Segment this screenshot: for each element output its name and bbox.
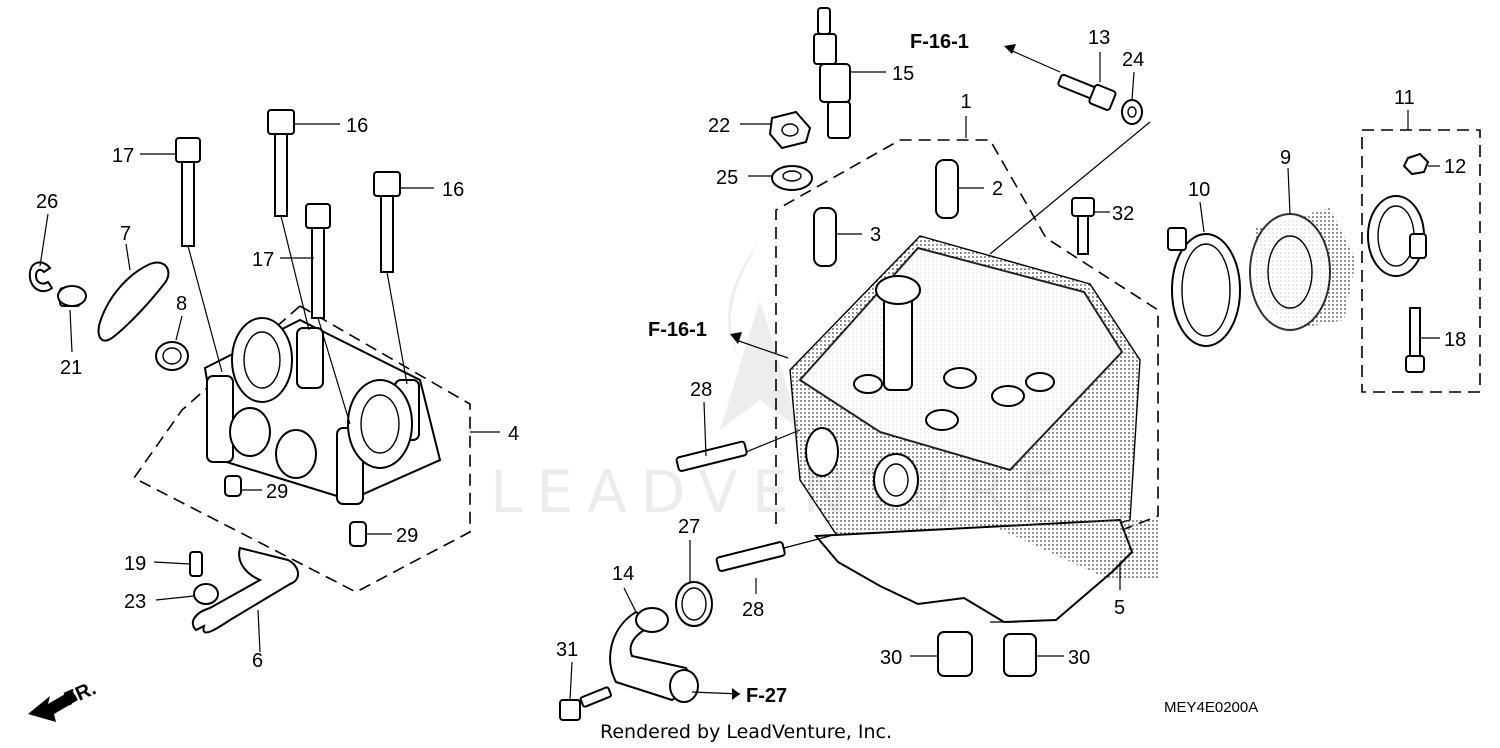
spark-plug-15[interactable] <box>813 7 851 139</box>
label-part-12[interactable]: 12 <box>1444 156 1466 178</box>
washer-25[interactable] <box>771 165 813 191</box>
cylinder-head-part-1[interactable] <box>789 235 1141 561</box>
bolt-18[interactable] <box>1405 307 1425 373</box>
label-part-16b[interactable]: 16 <box>442 179 464 201</box>
label-part-16a[interactable]: 16 <box>346 115 368 137</box>
label-part-4[interactable]: 4 <box>508 423 519 445</box>
label-part-25[interactable]: 25 <box>716 167 738 189</box>
ref-f-16-1-top[interactable]: F-16-1 <box>910 31 969 53</box>
bolt-21[interactable] <box>57 285 87 307</box>
dowel-pin-29b[interactable] <box>349 521 367 547</box>
label-part-29a[interactable]: 29 <box>266 481 288 503</box>
dowel-pin-29a[interactable] <box>224 475 242 497</box>
bolt-13[interactable] <box>1057 73 1117 111</box>
label-part-6[interactable]: 6 <box>252 650 263 672</box>
insulator-9[interactable] <box>1249 208 1356 331</box>
label-part-18[interactable]: 18 <box>1444 329 1466 351</box>
label-part-21[interactable]: 21 <box>60 357 82 379</box>
label-part-31[interactable]: 31 <box>556 639 578 661</box>
render-credit: Rendered by LeadVenture, Inc. <box>600 721 892 743</box>
insulator-kit-outline <box>1361 129 1481 393</box>
valve-guide-2[interactable] <box>935 159 959 219</box>
o-ring-27[interactable] <box>675 581 713 627</box>
valve-guide-3[interactable] <box>813 207 837 267</box>
bolt-31[interactable] <box>559 686 612 721</box>
stud-bolt-28b[interactable] <box>715 541 786 572</box>
label-part-19[interactable]: 19 <box>124 553 146 575</box>
camshaft-holder-part-4[interactable] <box>203 317 442 505</box>
watermark-logo-icon <box>720 240 800 430</box>
label-part-27[interactable]: 27 <box>678 516 700 538</box>
stud-bolt-28a[interactable] <box>675 440 748 472</box>
label-part-8[interactable]: 8 <box>176 293 187 315</box>
spring-19[interactable] <box>189 551 203 577</box>
bolt-17a[interactable] <box>175 137 201 247</box>
label-part-28a[interactable]: 28 <box>690 379 712 401</box>
label-part-28b[interactable]: 28 <box>742 599 764 621</box>
bolt-16b[interactable] <box>373 171 401 273</box>
label-part-3[interactable]: 3 <box>870 224 881 246</box>
ref-f-16-1-left[interactable]: F-16-1 <box>648 319 707 341</box>
dowel-pin-30a[interactable] <box>937 631 973 677</box>
bolt-16a[interactable] <box>267 109 295 217</box>
label-part-9[interactable]: 9 <box>1280 147 1291 169</box>
ref-f-27[interactable]: F-27 <box>746 685 787 707</box>
label-part-1[interactable]: 1 <box>960 91 971 113</box>
label-part-23[interactable]: 23 <box>124 591 146 613</box>
label-part-5[interactable]: 5 <box>1114 597 1125 619</box>
label-part-26[interactable]: 26 <box>36 191 58 213</box>
label-part-30b[interactable]: 30 <box>1068 647 1090 669</box>
camshaft-holder-outline <box>132 305 471 593</box>
nut-23[interactable] <box>193 583 219 605</box>
diagram-code: MEY4E0200A <box>1164 699 1258 716</box>
nut-12[interactable] <box>1402 152 1430 176</box>
washer-24[interactable] <box>1121 99 1143 125</box>
spring-8[interactable] <box>155 341 189 371</box>
rocker-arm-7[interactable] <box>97 261 170 342</box>
arm-part-6[interactable] <box>191 546 299 634</box>
label-part-17a[interactable]: 17 <box>112 145 134 167</box>
label-part-11[interactable]: 11 <box>1394 87 1415 109</box>
label-part-17b[interactable]: 17 <box>252 249 274 271</box>
clamp-band-11[interactable] <box>1367 195 1427 277</box>
label-part-32[interactable]: 32 <box>1112 203 1134 225</box>
label-part-30a[interactable]: 30 <box>880 647 902 669</box>
front-direction-arrow-icon <box>28 690 78 722</box>
label-part-10[interactable]: 10 <box>1188 179 1210 201</box>
bolt-17b[interactable] <box>305 203 331 319</box>
label-part-15[interactable]: 15 <box>892 63 914 85</box>
snap-ring-26[interactable] <box>28 261 54 293</box>
dowel-pin-30b[interactable] <box>1003 633 1037 677</box>
nut-22[interactable] <box>768 110 812 150</box>
label-part-29b[interactable]: 29 <box>396 525 418 547</box>
clamp-band-10[interactable] <box>1167 227 1241 347</box>
label-part-14[interactable]: 14 <box>612 563 634 585</box>
label-part-7[interactable]: 7 <box>120 223 131 245</box>
water-hose-14[interactable] <box>609 607 699 703</box>
label-part-2[interactable]: 2 <box>992 178 1003 200</box>
bolt-32[interactable] <box>1071 197 1095 255</box>
label-part-13[interactable]: 13 <box>1088 27 1110 49</box>
label-part-24[interactable]: 24 <box>1122 49 1144 71</box>
label-part-22[interactable]: 22 <box>708 115 730 137</box>
front-direction-label: FR. <box>61 677 99 710</box>
